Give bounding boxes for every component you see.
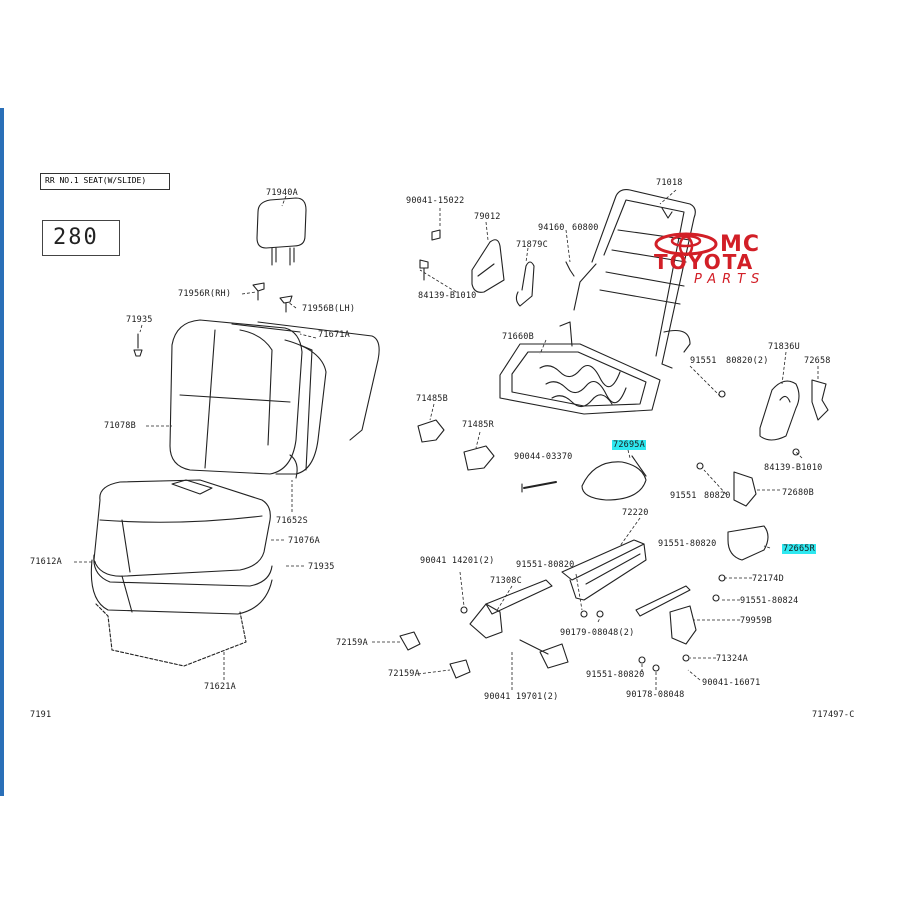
label-72658: 72658 <box>804 356 831 366</box>
footer-left-code: 7191 <box>30 710 52 720</box>
label-94160: 94160 <box>538 223 565 233</box>
label-71940A: 71940A <box>266 188 298 198</box>
cushion-drawing <box>90 479 273 667</box>
label-72695A-text: 72695A <box>612 440 646 450</box>
logo-line-3: PARTS <box>694 272 766 287</box>
logo-line-2: TOYOTA <box>654 250 755 274</box>
label-71660B: 71660B <box>502 332 534 342</box>
label-71485R: 71485R <box>462 420 494 430</box>
footer-right-code: 717497-C <box>812 710 855 720</box>
label-90041-16071: 90041-16071 <box>702 678 761 688</box>
label-60800: 60800 <box>572 223 599 233</box>
label-71485B: 71485B <box>416 394 448 404</box>
label-79012: 79012 <box>474 212 501 222</box>
label-91551-top: 91551 <box>690 356 717 366</box>
label-72174D: 72174D <box>752 574 784 584</box>
label-91551-80820-c: 91551-80820 <box>586 670 645 680</box>
label-71935-bottom: 71935 <box>308 562 335 572</box>
label-72665R-text: 72665R <box>782 544 816 554</box>
diagram-title-box: RR NO.1 SEAT(W/SLIDE) <box>40 173 170 190</box>
label-71308C: 71308C <box>490 576 522 586</box>
label-71621A: 71621A <box>204 682 236 692</box>
cushion-frame-drawing <box>499 321 661 415</box>
label-90041-19701: 90041 19701(2) <box>484 692 559 702</box>
label-71879C: 71879C <box>516 240 548 250</box>
label-71956B: 71956B(LH) <box>302 304 356 314</box>
label-71324A: 71324A <box>716 654 748 664</box>
label-90179-08048: 90179-08048(2) <box>560 628 635 638</box>
label-91551-80820-a: 91551-80820 <box>658 539 717 549</box>
label-91551-mid: 91551 <box>670 491 697 501</box>
label-72665R: 72665R <box>782 544 816 554</box>
left-edge-bar <box>0 108 4 796</box>
label-72159A-bottom: 72159A <box>388 669 420 679</box>
label-71836U: 71836U <box>768 342 800 352</box>
label-71612A: 71612A <box>30 557 62 567</box>
label-90044-03370: 90044-03370 <box>514 452 573 462</box>
label-71956R: 71956R(RH) <box>178 289 232 299</box>
label-80820-2: 80820(2) <box>726 356 769 366</box>
headrest-drawing <box>256 197 307 266</box>
label-72695A: 72695A <box>612 440 646 450</box>
label-72680B: 72680B <box>782 488 814 498</box>
label-71935-top: 71935 <box>126 315 153 325</box>
seatback-drawing <box>169 319 380 479</box>
label-72220: 72220 <box>622 508 649 518</box>
label-71076A: 71076A <box>288 536 320 546</box>
diagram-title: RR NO.1 SEAT(W/SLIDE) <box>45 176 147 185</box>
label-90041-14201: 90041 14201(2) <box>420 556 495 566</box>
label-80820-mid: 80820 <box>704 491 731 501</box>
label-90178-08048: 90178-08048 <box>626 690 685 700</box>
code-box-text: 280 <box>53 225 99 250</box>
logo-line-1: MC <box>720 232 761 257</box>
toyota-emblem-icon <box>654 232 718 256</box>
label-72159A-top: 72159A <box>336 638 368 648</box>
label-90041-15022: 90041-15022 <box>406 196 465 206</box>
label-71671A: 71671A <box>318 330 350 340</box>
label-71078B: 71078B <box>104 421 136 431</box>
mc-toyota-parts-logo: MC TOYOTA PARTS <box>654 232 834 294</box>
label-84139-B1010-left: 84139-B1010 <box>418 291 477 301</box>
label-91551-80820-b: 91551-80820 <box>516 560 575 570</box>
seat-track-drawing <box>469 539 691 669</box>
label-84139-B1010-right: 84139-B1010 <box>764 463 823 473</box>
code-box: 280 <box>42 220 120 256</box>
label-79959B: 79959B <box>740 616 772 626</box>
label-71018: 71018 <box>656 178 683 188</box>
label-71652S: 71652S <box>276 516 308 526</box>
label-91551-80824: 91551-80824 <box>740 596 799 606</box>
seatback-frame-drawing <box>573 189 696 369</box>
